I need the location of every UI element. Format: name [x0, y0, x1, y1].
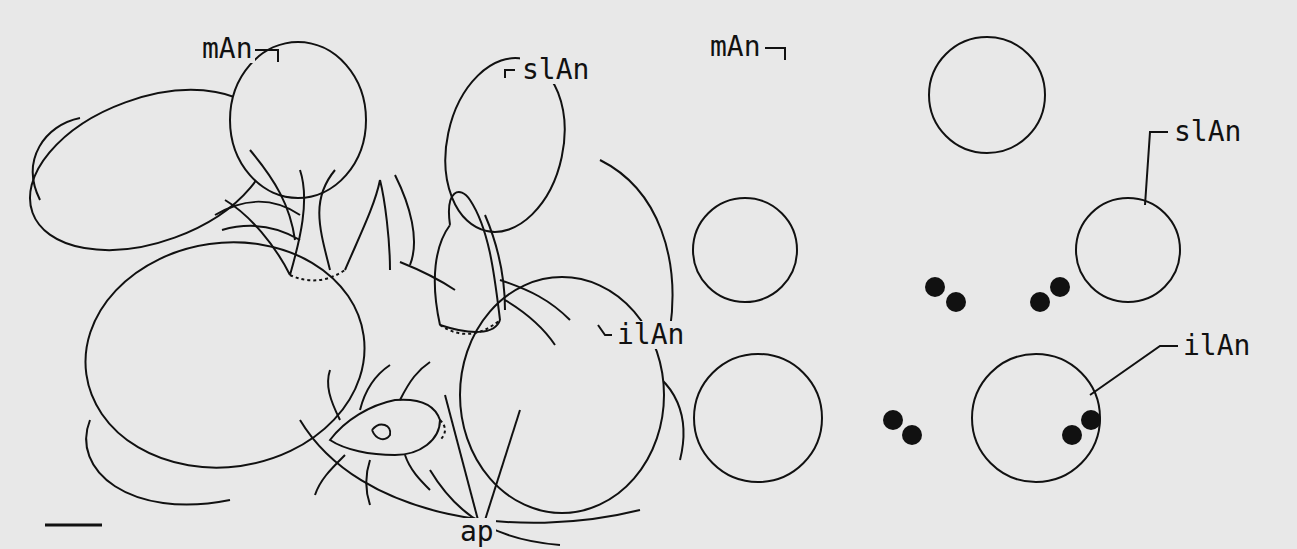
body-outline	[300, 420, 640, 523]
body-outline	[86, 420, 230, 505]
part-label: slAn	[520, 56, 591, 84]
appendage	[435, 192, 500, 332]
leader-line	[598, 325, 612, 335]
leader-line	[445, 395, 478, 520]
appendage	[400, 215, 570, 345]
anemone-outline	[230, 42, 366, 198]
leader-line	[765, 48, 785, 60]
leader-line	[485, 410, 520, 520]
part-label: ap	[458, 518, 496, 546]
part-label: slAn	[1172, 118, 1243, 146]
appendage	[315, 362, 430, 505]
scale-bar	[45, 524, 102, 527]
appendage-base	[440, 420, 445, 440]
leader-line	[1145, 132, 1168, 205]
body-outline	[430, 470, 560, 545]
leader-line	[1090, 346, 1178, 395]
part-label: mAn	[708, 33, 763, 61]
leader-line	[505, 70, 515, 78]
anemone-circle	[972, 354, 1100, 482]
appendage	[372, 425, 390, 440]
appendage	[380, 175, 414, 270]
appendage-base	[440, 320, 500, 334]
part-label: mAn	[200, 35, 255, 63]
anemone-circle	[1076, 198, 1180, 302]
appendage	[215, 150, 300, 240]
appendage	[330, 400, 440, 455]
anemone-circle	[929, 37, 1045, 153]
part-label: ilAn	[615, 321, 686, 349]
anemone-circle	[693, 198, 797, 302]
part-label: ilAn	[1181, 332, 1252, 360]
appendage	[225, 170, 380, 275]
body-outline	[33, 118, 80, 200]
appendage-dots	[883, 277, 1101, 445]
body-outline	[71, 225, 379, 486]
appendage-base	[290, 270, 345, 280]
anemone-circle	[694, 354, 822, 482]
